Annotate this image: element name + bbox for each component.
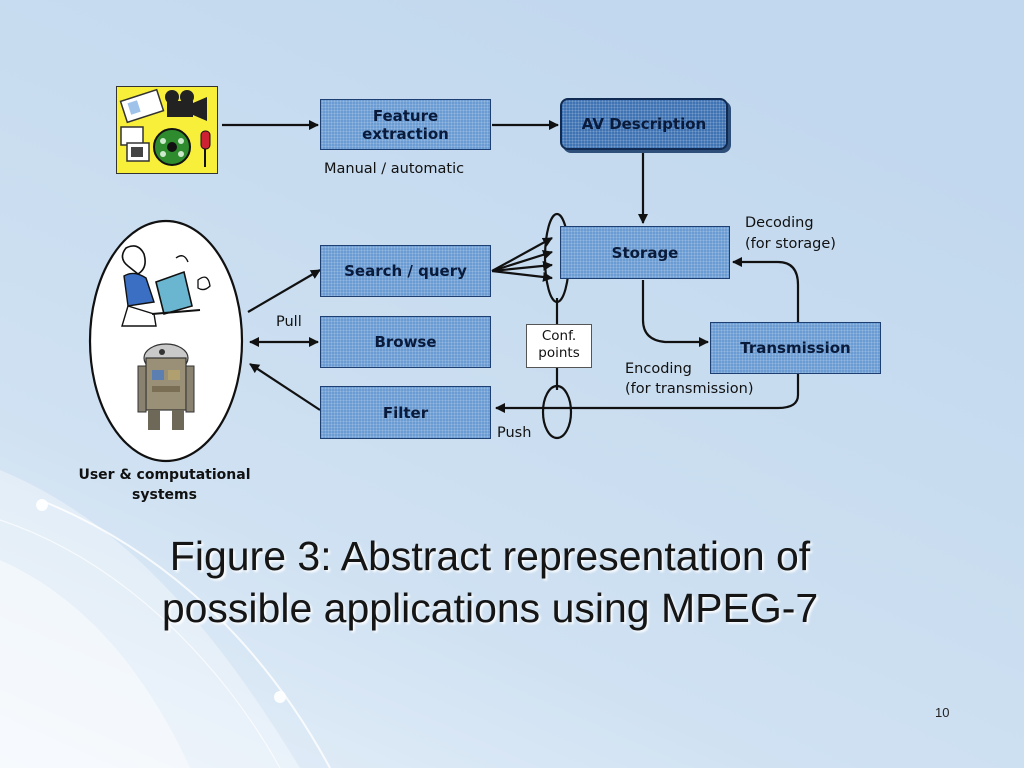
feature-extraction-box: Feature extraction bbox=[320, 99, 491, 150]
storage-box: Storage bbox=[560, 226, 730, 279]
search-query-box: Search / query bbox=[320, 245, 491, 297]
arrow-transmission-to-storage bbox=[732, 257, 800, 322]
caption-line-1: Figure 3: Abstract representation of bbox=[169, 533, 811, 579]
filter-box: Filter bbox=[320, 386, 491, 439]
caption-line-2: possible applications using MPEG-7 bbox=[161, 585, 819, 631]
conf-oval-bottom bbox=[541, 384, 573, 440]
arrow-search-to-storage bbox=[491, 249, 553, 273]
manual-automatic-label: Manual / automatic bbox=[324, 161, 465, 177]
media-collage-icon bbox=[116, 86, 218, 174]
swoosh-dot bbox=[36, 499, 48, 511]
arrow-search-to-storage bbox=[491, 260, 553, 273]
for-transmission-label: (for transmission) bbox=[625, 381, 754, 397]
push-label: Push bbox=[497, 425, 532, 441]
arrow-storage-to-transmission bbox=[641, 280, 709, 347]
encoding-label: Encoding bbox=[625, 361, 692, 377]
arrow-transmission-to-filter bbox=[495, 372, 800, 413]
for-storage-label: (for storage) bbox=[745, 236, 836, 252]
av-description-box: AV Description bbox=[560, 98, 728, 150]
swoosh-dot bbox=[274, 691, 286, 703]
arrow-filter-to-user bbox=[249, 363, 321, 411]
arrow-search-to-storage bbox=[491, 269, 553, 282]
slide-caption: Figure 3: Abstract representation of pos… bbox=[80, 530, 900, 634]
user-systems-oval bbox=[88, 219, 244, 463]
transmission-box: Transmission bbox=[710, 322, 881, 374]
browse-box: Browse bbox=[320, 316, 491, 368]
robot-icon bbox=[137, 343, 195, 430]
page-number: 10 bbox=[935, 705, 950, 720]
arrow-search-to-storage bbox=[491, 237, 553, 272]
user-at-computer-icon bbox=[121, 245, 211, 327]
pull-label: Pull bbox=[276, 314, 302, 330]
user-systems-label: User & computational systems bbox=[78, 467, 251, 503]
arrow-user-to-search bbox=[247, 269, 321, 313]
decoding-label: Decoding bbox=[745, 215, 814, 231]
conf-points-label: Conf. points bbox=[526, 324, 592, 368]
